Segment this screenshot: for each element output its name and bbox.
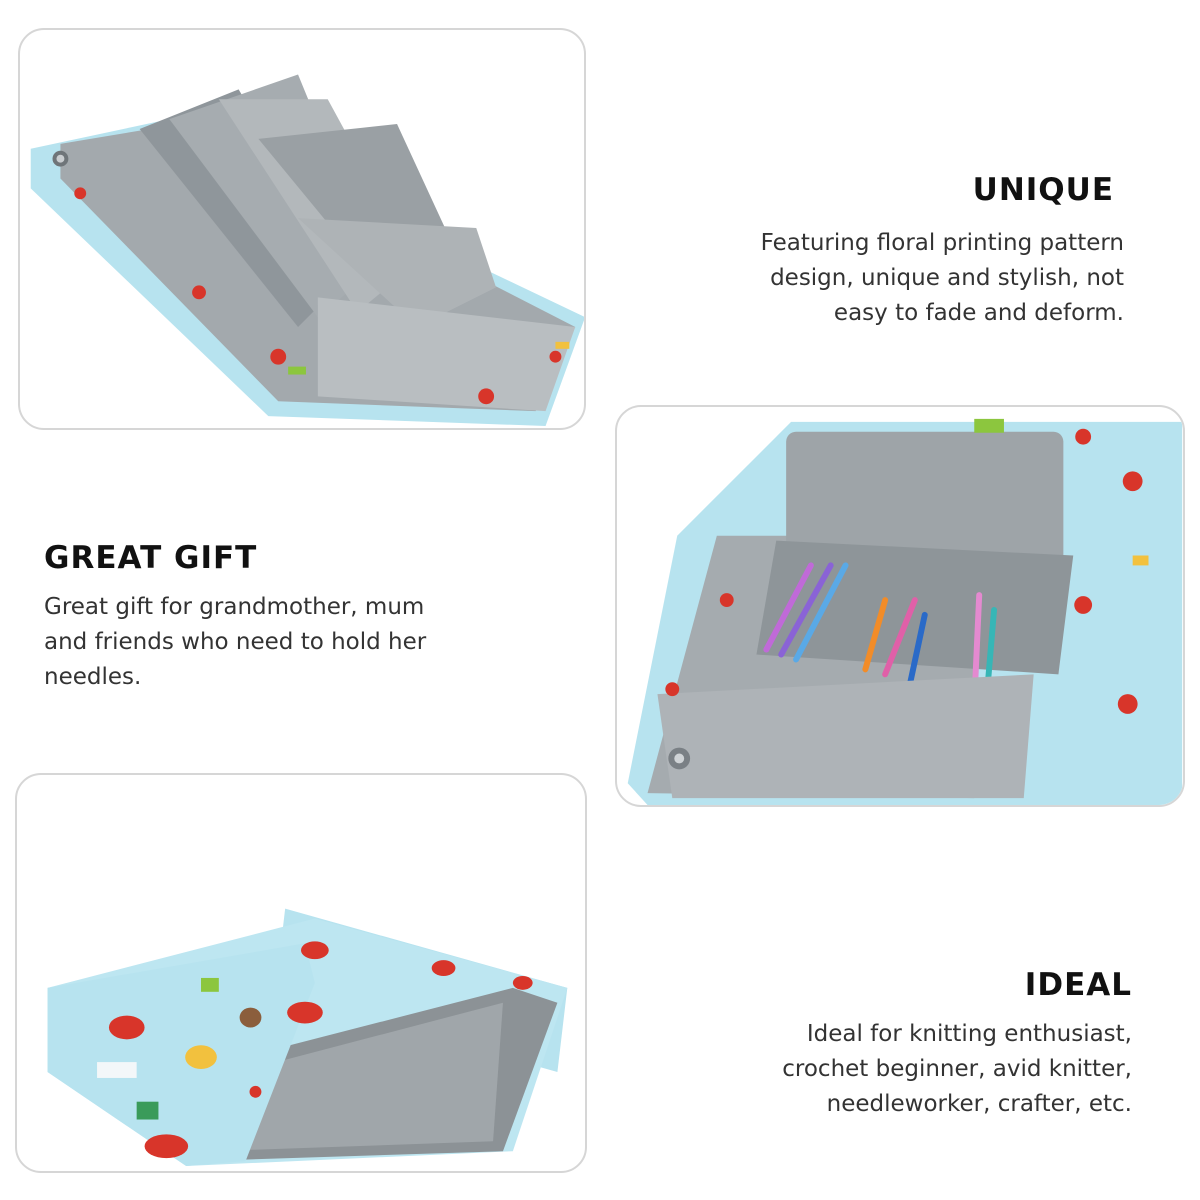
feature-ideal: IDEAL Ideal for knitting enthusiast, cro…: [692, 967, 1132, 1122]
feature-great-gift-line-2: and friends who need to hold her: [44, 629, 427, 655]
feature-great-gift: GREAT GIFT Great gift for grandmother, m…: [44, 540, 514, 695]
feature-great-gift-line-1: Great gift for grandmother, mum: [44, 594, 425, 620]
feature-great-gift-line-3: needles.: [44, 664, 142, 690]
open-pockets-illustration: [30, 74, 584, 427]
product-photo-open-pockets: [18, 28, 586, 430]
product-photo-with-hooks: [615, 405, 1185, 807]
product-photo-closed: [15, 773, 587, 1173]
feature-ideal-title: IDEAL: [1024, 967, 1132, 1003]
feature-unique: UNIQUE Featuring floral printing pattern…: [694, 172, 1124, 331]
feature-ideal-line-2: crochet beginner, avid knitter,: [782, 1056, 1132, 1082]
feature-unique-line-3: easy to fade and deform.: [833, 300, 1124, 326]
feature-ideal-line-1: Ideal for knitting enthusiast,: [806, 1021, 1132, 1047]
feature-unique-line-1: Featuring floral printing pattern: [760, 230, 1124, 256]
feature-unique-title: UNIQUE: [972, 172, 1114, 208]
hooks-illustration: [627, 418, 1183, 805]
feature-unique-line-2: design, unique and stylish, not: [770, 265, 1124, 291]
closed-organizer-illustration: [47, 908, 568, 1167]
feature-great-gift-title: GREAT GIFT: [44, 540, 258, 576]
feature-ideal-line-3: needleworker, crafter, etc.: [826, 1091, 1132, 1117]
